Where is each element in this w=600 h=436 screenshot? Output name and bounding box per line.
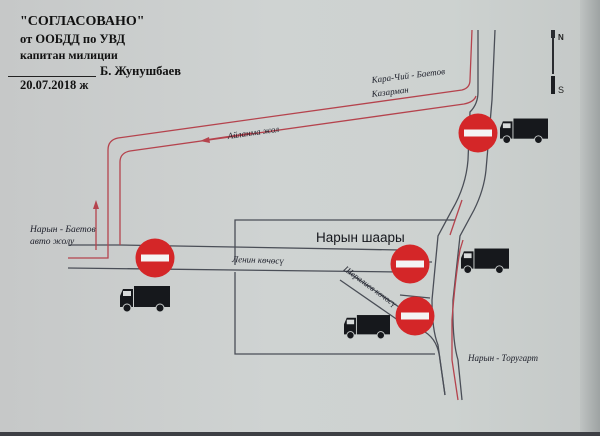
city-block-north xyxy=(234,219,455,265)
signature-line xyxy=(8,76,96,77)
truck-icon xyxy=(344,314,390,340)
arrow-west-icon xyxy=(200,137,210,143)
approval-signatory: Б. Жунушбаев xyxy=(100,64,181,78)
lenin-road-north-edge xyxy=(68,244,401,251)
label-city: Нарын шаары xyxy=(316,230,405,245)
highway-east-edge xyxy=(452,29,496,401)
sheraliev-edge-b xyxy=(339,279,406,326)
compass-icon xyxy=(551,30,555,94)
sheet-edge xyxy=(580,0,600,436)
detour-south xyxy=(451,239,464,401)
label-avto-jolu: авто жолу xyxy=(30,237,75,247)
detour-outer xyxy=(68,29,473,259)
label-aiylanma: Айланма жол xyxy=(226,124,280,141)
no-entry-sign-icon xyxy=(395,296,435,336)
highway-west-edge xyxy=(431,30,479,396)
detour-inner xyxy=(119,95,477,245)
approval-date: 20.07.2018 ж xyxy=(20,78,89,92)
compass-south: S xyxy=(558,85,564,95)
road-network xyxy=(67,29,496,401)
label-kara-chii: Кара-Чий - Баетов xyxy=(370,66,446,85)
no-entry-sign-icon xyxy=(458,113,498,153)
detour-junction xyxy=(449,199,463,236)
no-entry-sign-icon xyxy=(135,238,175,278)
approval-rank: капитан милиции xyxy=(20,48,118,62)
lenin-road-south-edge xyxy=(67,267,401,273)
approval-org: от ООБДД по УВД xyxy=(20,32,126,46)
truck-icon xyxy=(461,248,509,274)
label-naryn-baetov: Нарын - Баетов xyxy=(29,225,96,235)
truck-icon xyxy=(500,118,548,144)
approval-title: "СОГЛАСОВАНО" xyxy=(20,14,145,29)
arrow-shaft-west xyxy=(204,132,253,141)
truck-icon xyxy=(120,286,170,312)
label-lenin: Ленин көчөсү xyxy=(231,254,285,266)
label-naryn-torugart: Нарын - Торугарт xyxy=(467,353,539,363)
no-entry-sign-icon xyxy=(390,244,430,284)
arrow-north-icon xyxy=(93,200,99,209)
screen-bezel xyxy=(0,432,600,436)
compass-north: N xyxy=(558,33,564,42)
detour-route xyxy=(68,29,477,401)
connector-c xyxy=(424,331,446,396)
label-kazarman: Казарман xyxy=(370,84,410,99)
city-block-south xyxy=(234,272,435,355)
